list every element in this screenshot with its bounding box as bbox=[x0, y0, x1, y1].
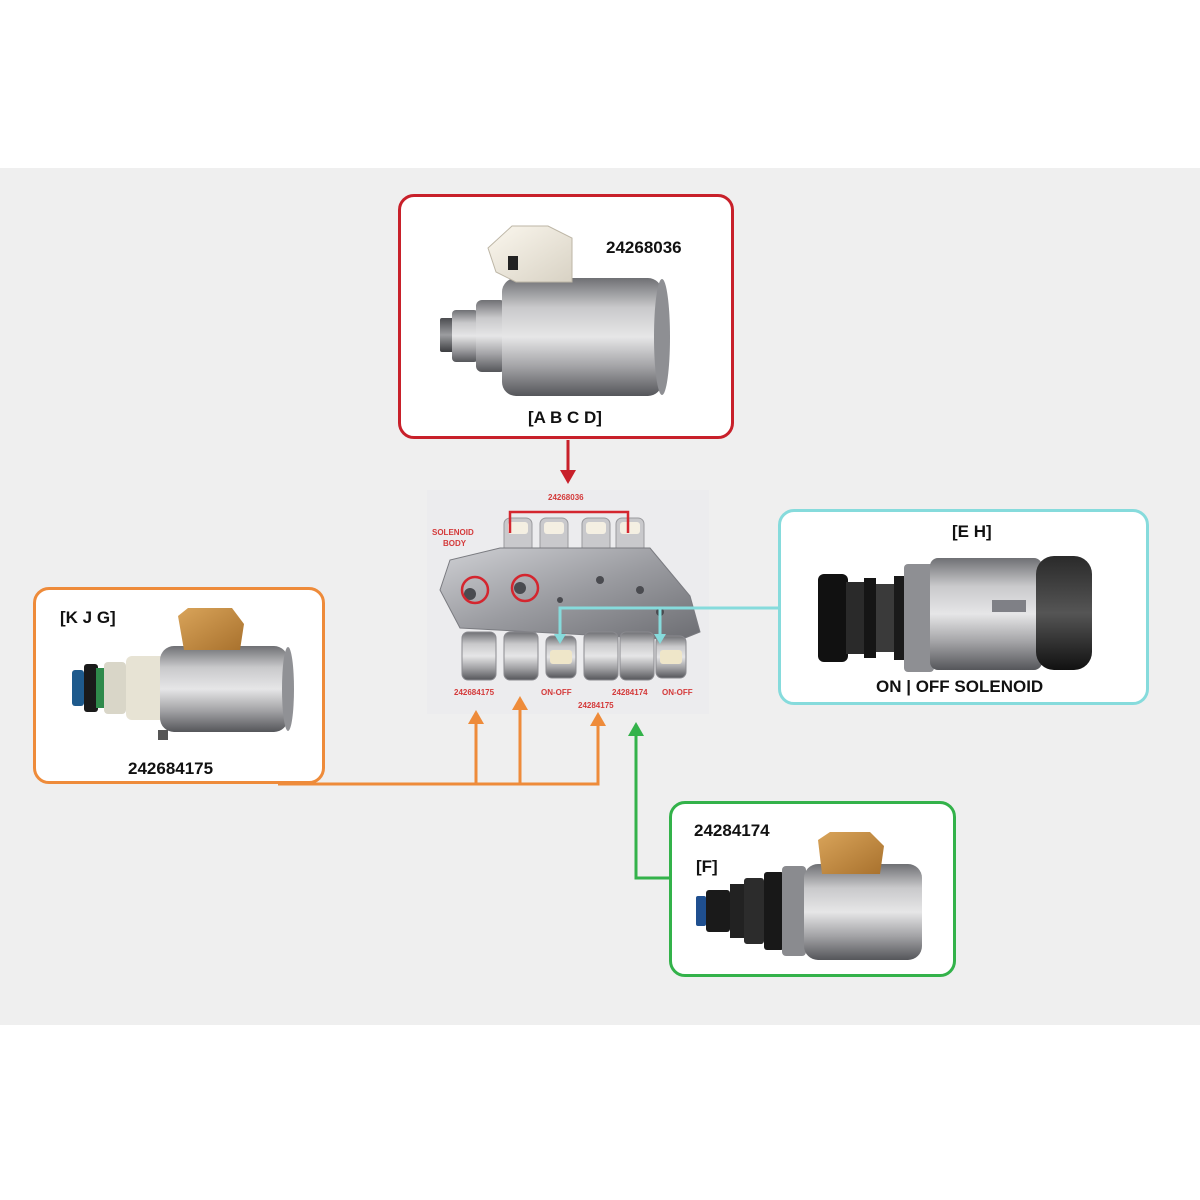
left-positions: [K J G] bbox=[60, 608, 116, 627]
orange-arrowheads bbox=[468, 696, 606, 726]
photo-label-24284175: 24284175 bbox=[578, 701, 614, 710]
photo-top-label: 24268036 bbox=[548, 493, 584, 502]
photo-body-label-1: SOLENOID bbox=[432, 528, 474, 537]
photo-label-on-off-1: ON-OFF bbox=[541, 688, 572, 697]
right-caption: ON | OFF SOLENOID bbox=[876, 677, 1044, 696]
right-solenoid-photo bbox=[818, 556, 1092, 672]
left-part-number: 242684175 bbox=[128, 759, 214, 778]
right-positions: [E H] bbox=[952, 522, 992, 541]
photo-label-24284174: 24284174 bbox=[612, 688, 648, 697]
green-connector bbox=[628, 722, 670, 880]
red-arrow bbox=[560, 440, 576, 484]
top-solenoid-photo bbox=[440, 225, 670, 396]
photo-body-label-2: BODY bbox=[443, 539, 467, 548]
top-positions: [A B C D] bbox=[528, 408, 602, 427]
orange-connector bbox=[278, 708, 600, 786]
photo-label-242684175: 242684175 bbox=[454, 688, 495, 697]
bottom-solenoid-photo bbox=[696, 832, 922, 960]
bottom-part-number: 24284174 bbox=[694, 821, 770, 840]
bottom-positions: [F] bbox=[696, 857, 718, 876]
photo-label-on-off-2: ON-OFF bbox=[662, 688, 693, 697]
valve-body-photo bbox=[427, 490, 766, 714]
top-part-number: 24268036 bbox=[606, 238, 682, 257]
left-solenoid-photo bbox=[72, 608, 294, 740]
